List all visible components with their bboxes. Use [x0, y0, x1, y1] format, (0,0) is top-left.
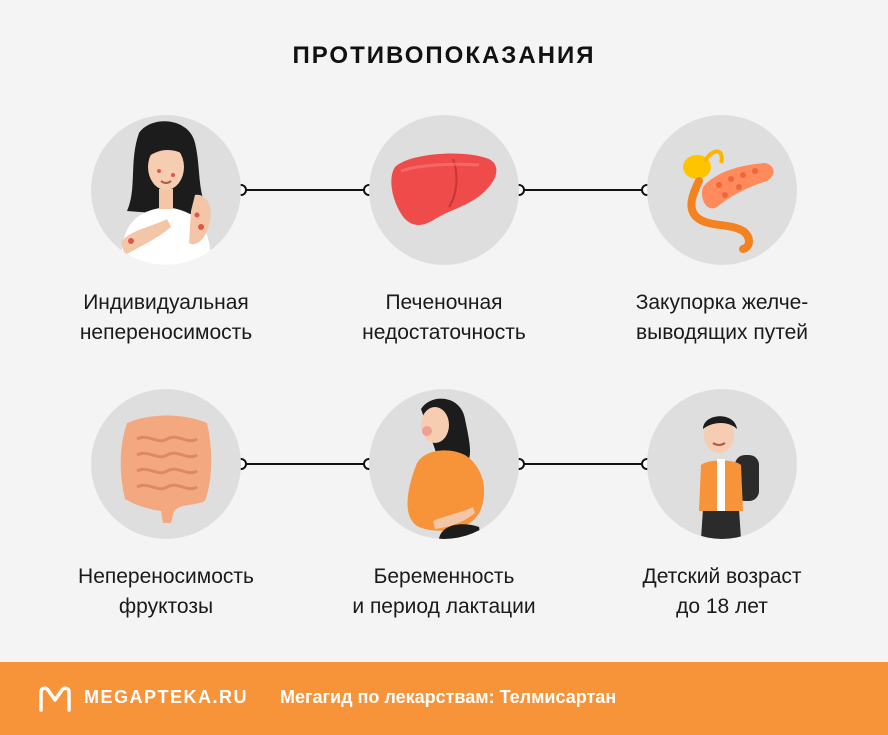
- pregnant-woman-icon: [369, 389, 519, 539]
- footer-tagline: Мегагид по лекарствам: Телмисартан: [280, 687, 617, 707]
- brand-name[interactable]: MEGAPTEKA.RU: [84, 687, 249, 707]
- label-biliary-obstruction: Закупорка желче-выводящих путей: [635, 291, 809, 344]
- megapteka-logo-icon: [39, 686, 71, 712]
- footer-bar: MEGAPTEKA.RU Мегагид по лекарствам: Телм…: [0, 662, 888, 735]
- intestine-icon: [91, 389, 241, 539]
- pancreas-gallbladder-icon: [647, 115, 797, 265]
- schoolboy-icon: [647, 389, 797, 539]
- allergy-woman-icon: [91, 115, 241, 265]
- liver-icon: [369, 115, 519, 265]
- page-title: ПРОТИВОПОКАЗАНИЯ: [292, 42, 596, 69]
